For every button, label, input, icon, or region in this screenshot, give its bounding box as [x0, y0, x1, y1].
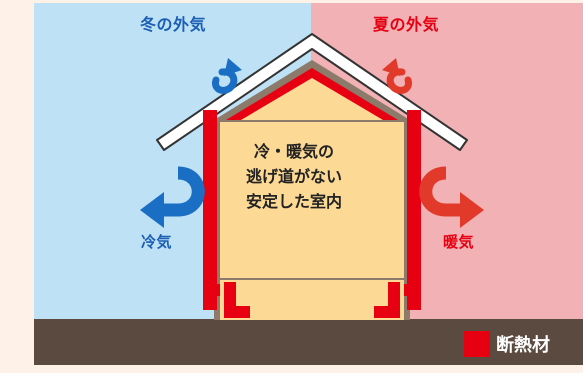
floor-space	[220, 280, 404, 320]
cold-air-label: 冷気	[141, 233, 173, 251]
right-insulation-block	[404, 284, 414, 296]
insulation-legend-swatch	[464, 331, 490, 357]
summer-roof-arrow-icon	[382, 58, 412, 94]
roof-outline	[156, 33, 468, 151]
summer-outside-air-label: 夏の外気	[373, 15, 440, 34]
warm-air-label: 暖気	[443, 233, 475, 251]
left-wall-insulation	[203, 110, 217, 310]
room-description: 冷・暖気の 逃げ道がない 安定した室内	[221, 140, 367, 214]
cold-air-arrow-icon	[140, 166, 205, 228]
ground	[34, 319, 583, 365]
warm-air-arrow-icon	[419, 166, 484, 228]
right-wall-insulation	[407, 110, 421, 310]
insulation-legend-label: 断熱材	[496, 335, 550, 356]
room-description-line: 安定した室内	[245, 191, 342, 211]
winter-roof-arrow-icon	[212, 58, 242, 94]
right-foundation-insulation	[374, 282, 400, 318]
winter-outside-air-label: 冬の外気	[140, 15, 207, 34]
room-interior	[220, 122, 404, 278]
left-insulation-block	[210, 284, 220, 296]
left-foundation-insulation	[224, 282, 250, 318]
room-description-line: 冷・暖気の	[253, 142, 334, 161]
room-description-line: 逃げ道がない	[245, 166, 342, 186]
attic-interior	[241, 78, 383, 120]
legend: 断熱材	[464, 331, 550, 357]
